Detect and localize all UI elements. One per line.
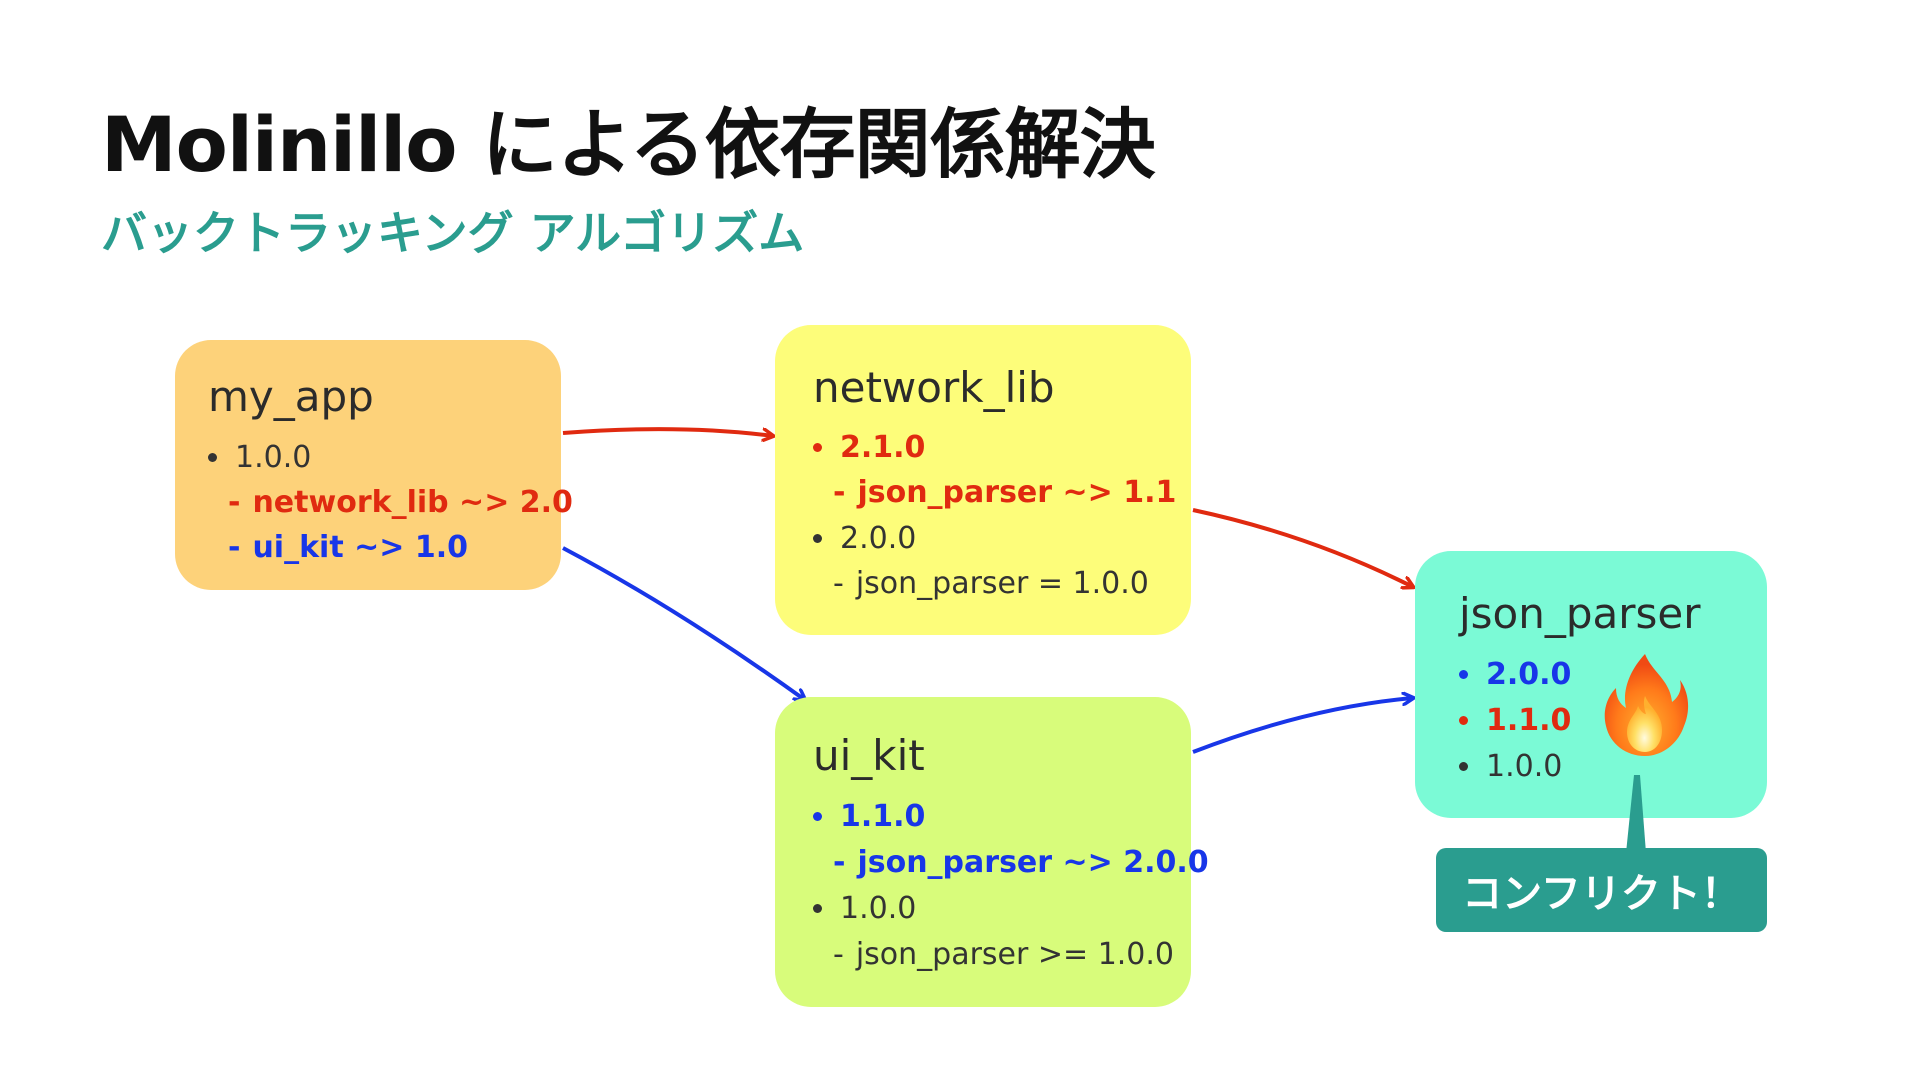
dependency-label: json_parser = 1.0.0 <box>855 566 1149 601</box>
version-label: 2.0.0 <box>1486 657 1572 692</box>
bullet-icon <box>813 904 822 913</box>
dependency-row: - json_parser = 1.0.0 <box>833 566 1149 601</box>
node-title: ui_kit <box>813 731 925 780</box>
version-row: 2.0.0 <box>813 521 916 556</box>
node-title: json_parser <box>1459 589 1701 638</box>
version-row: 1.0.0 <box>208 440 311 475</box>
dependency-row: - ui_kit ~> 1.0 <box>228 530 468 565</box>
version-row: 1.1.0 <box>1459 703 1571 738</box>
bullet-icon <box>813 534 822 543</box>
dependency-label: json_parser >= 1.0.0 <box>855 937 1175 972</box>
dash-icon: - <box>228 530 241 565</box>
node-title: my_app <box>208 372 374 421</box>
dash-icon: - <box>833 937 844 972</box>
edge-my-app-network-lib <box>562 427 773 436</box>
callout-pointer <box>1626 775 1646 853</box>
page-subtitle: バックトラッキング アルゴリズム <box>101 206 805 260</box>
bullet-icon <box>208 453 217 462</box>
dependency-row: - json_parser ~> 1.1 <box>833 475 1176 510</box>
bullet-icon <box>813 443 822 452</box>
version-row: 1.0.0 <box>1459 749 1562 784</box>
node-network-lib: network_lib 2.1.0 - json_parser ~> 1.1 2… <box>775 325 1191 635</box>
version-label: 2.1.0 <box>840 430 926 465</box>
edge-my-app-ui-kit <box>562 546 805 700</box>
bullet-icon <box>813 812 822 821</box>
version-row: 1.0.0 <box>813 891 916 926</box>
edge-ui-kit-json-parser <box>1192 698 1413 754</box>
bullet-icon <box>1459 716 1468 725</box>
version-row: 2.1.0 <box>813 430 925 465</box>
dash-icon: - <box>833 475 846 510</box>
node-json-parser: json_parser 2.0.0 1.1.0 1.0.0 <box>1415 551 1767 818</box>
bullet-icon <box>1459 762 1468 771</box>
dash-icon: - <box>833 845 846 880</box>
bullet-icon <box>1459 670 1468 679</box>
page-title: Molinillo による依存関係解決 <box>101 100 1156 189</box>
version-row: 1.1.0 <box>813 799 925 834</box>
version-label: 1.1.0 <box>1486 703 1572 738</box>
fire-icon <box>1604 654 1689 756</box>
node-ui-kit: ui_kit 1.1.0 - json_parser ~> 2.0.0 1.0.… <box>775 697 1209 1007</box>
conflict-callout: コンフリクト！ <box>1436 848 1767 932</box>
dependency-label: json_parser ~> 2.0.0 <box>857 845 1209 880</box>
edge-network-lib-json-parser <box>1192 508 1413 587</box>
version-label: 2.0.0 <box>840 521 917 556</box>
version-row: 2.0.0 <box>1459 657 1571 692</box>
version-label: 1.0.0 <box>1486 749 1563 784</box>
dependency-row: - network_lib ~> 2.0 <box>228 485 573 520</box>
version-label: 1.0.0 <box>235 440 312 475</box>
version-label: 1.0.0 <box>840 891 917 926</box>
dash-icon: - <box>833 566 844 601</box>
dependency-row: - json_parser ~> 2.0.0 <box>833 845 1209 880</box>
dependency-label: ui_kit ~> 1.0 <box>252 530 468 565</box>
version-label: 1.1.0 <box>840 799 926 834</box>
node-my-app: my_app 1.0.0 - network_lib ~> 2.0 - ui_k… <box>175 340 573 590</box>
dependency-label: json_parser ~> 1.1 <box>857 475 1177 510</box>
dependency-label: network_lib ~> 2.0 <box>252 485 573 520</box>
dash-icon: - <box>228 485 241 520</box>
node-title: network_lib <box>813 363 1055 412</box>
dependency-row: - json_parser >= 1.0.0 <box>833 937 1174 972</box>
